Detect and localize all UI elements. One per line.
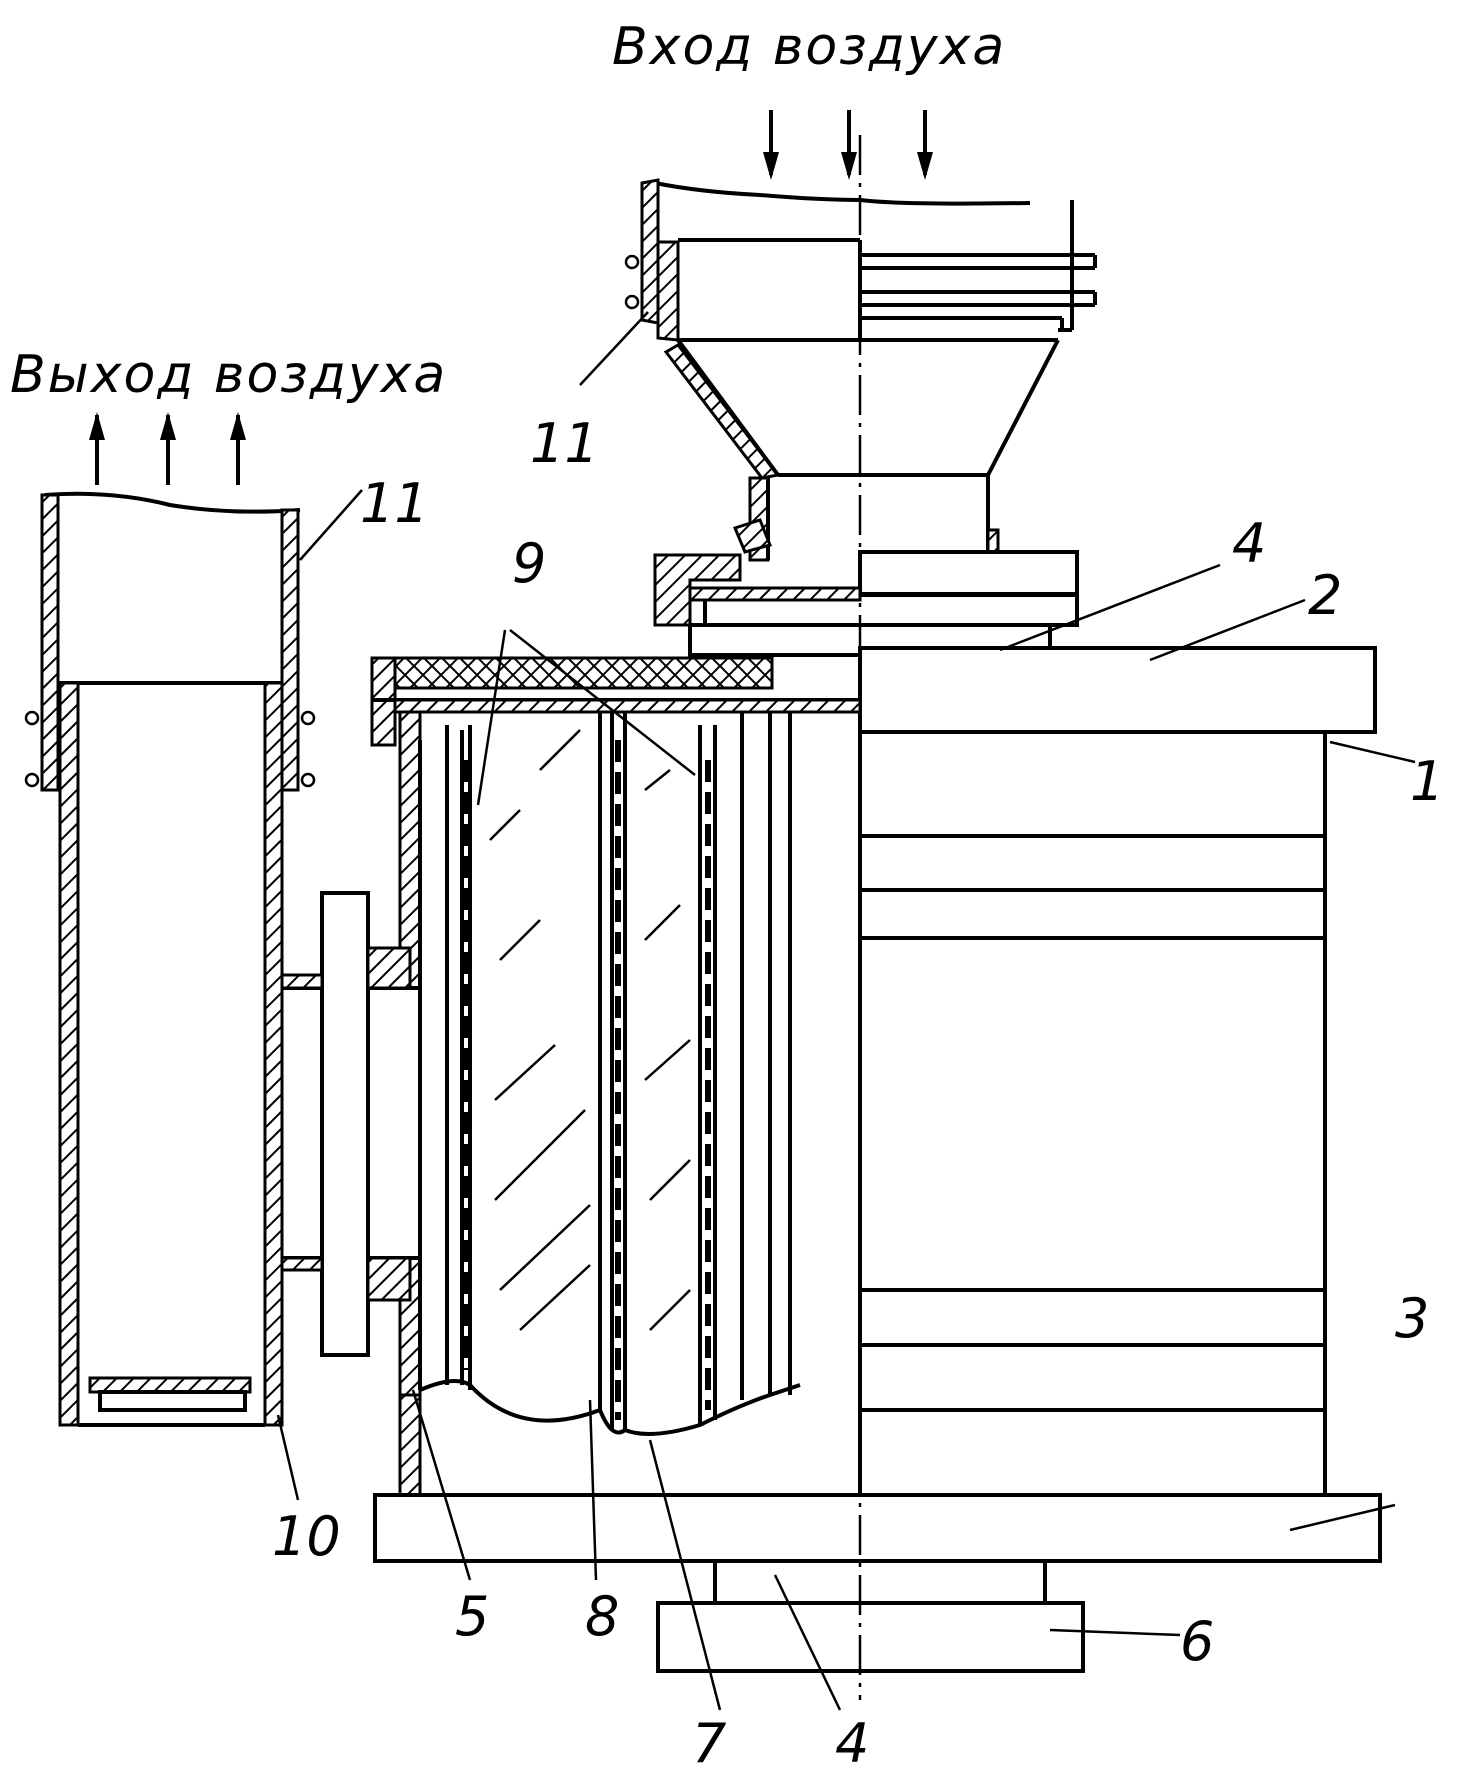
label-10: 10 [272, 1505, 341, 1568]
label-1: 1 [1410, 750, 1444, 813]
air-inlet-caption: Вход воздуха [612, 17, 1006, 77]
connection-flange [268, 893, 420, 1355]
outlet-pipe [26, 494, 314, 1425]
main-housing [860, 732, 1325, 1495]
top-flange [655, 520, 1077, 655]
air-outlet-caption: Выход воздуха [10, 345, 447, 405]
housing-section [400, 712, 800, 1495]
label-9: 9 [512, 532, 546, 595]
bottom-cover [375, 1495, 1380, 1561]
top-cover [372, 648, 1375, 745]
bottom-cap [715, 1561, 1045, 1603]
label-11-inlet: 11 [530, 412, 599, 475]
inlet-arrows [763, 110, 933, 180]
label-4-bottom: 4 [835, 1712, 869, 1775]
label-4-top: 4 [1232, 512, 1266, 575]
label-11-outlet: 11 [360, 472, 429, 535]
label-2: 2 [1308, 564, 1342, 627]
label-6: 6 [1180, 1610, 1214, 1673]
label-8: 8 [585, 1585, 619, 1648]
outlet-arrows [89, 412, 246, 485]
label-5: 5 [455, 1585, 489, 1648]
label-3: 3 [1395, 1287, 1429, 1350]
label-7: 7 [692, 1712, 726, 1775]
base-plate [658, 1603, 1083, 1671]
